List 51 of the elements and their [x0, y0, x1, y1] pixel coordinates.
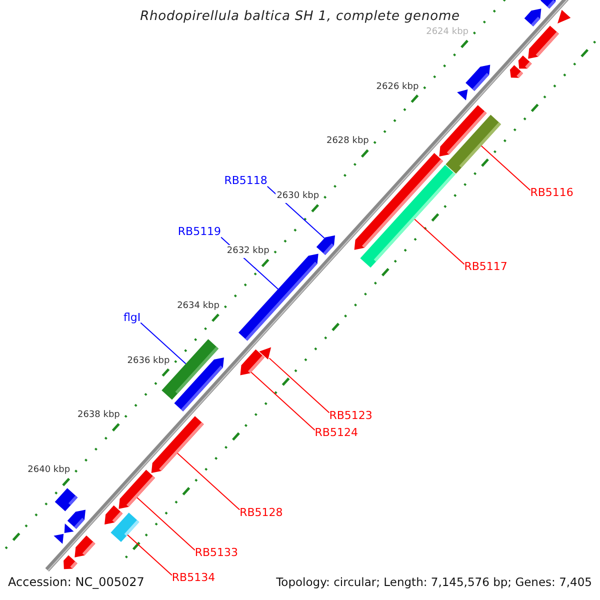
- gene-segment: [67, 510, 86, 529]
- gene-label: RB5119: [178, 225, 222, 238]
- leader-line: [268, 358, 330, 414]
- gene-wedge: [54, 534, 64, 544]
- gene-label: RB5133: [194, 546, 238, 560]
- gene-segment: [74, 536, 96, 558]
- leader-line: [480, 145, 531, 191]
- leader-line: [250, 372, 316, 431]
- gene-label: RB5116: [530, 186, 574, 200]
- gene-label: RB5118: [224, 174, 268, 188]
- gene-segment: [240, 349, 265, 376]
- scale-label: 2634 kbp: [176, 300, 220, 313]
- gene-wedge: [259, 347, 272, 360]
- gene-bar: [360, 164, 456, 268]
- gene-segment: [466, 64, 490, 91]
- leader-line: [176, 452, 240, 510]
- gene-wedge: [64, 523, 74, 533]
- scale-label: 2630 kbp: [276, 190, 320, 204]
- leader-line: [127, 534, 172, 576]
- gene-segment: [316, 235, 336, 256]
- leader-line: [140, 322, 186, 364]
- scale-label: 2624 kbp: [425, 26, 470, 39]
- gene-segment: [528, 26, 559, 59]
- gene-label: RB5124: [314, 426, 358, 440]
- leader-line: [414, 218, 465, 265]
- gene-segment: [518, 56, 532, 69]
- gene-segment: [540, 0, 556, 9]
- title: Rhodopirellula baltica SH 1, complete genome: [139, 10, 461, 23]
- footer-text: Topology: circular; Length: 7,145,576 bp; Genes: 7,405: [276, 576, 592, 589]
- gene-segment: [524, 8, 542, 26]
- gene-segment: [174, 357, 224, 412]
- gene-segment: [510, 65, 524, 78]
- scale-label: 2636 kbp: [126, 354, 171, 368]
- gene-label: flgI: [124, 310, 141, 324]
- gene-segment: [64, 555, 78, 570]
- gene-segment: [104, 505, 123, 524]
- scale-label: 2632 kbp: [226, 244, 270, 258]
- footer-text: Accession: NC_005027: [8, 576, 144, 589]
- gene-wedge: [457, 89, 468, 100]
- gene-label: RB5123: [329, 408, 372, 422]
- gene-segment: [118, 470, 156, 509]
- gene-bar: [446, 114, 502, 174]
- gene-label: RB5128: [240, 506, 283, 519]
- scale-label: 2626 kbp: [375, 80, 420, 94]
- leader-line: [136, 497, 196, 551]
- gene-label: RB5117: [464, 260, 508, 274]
- gene-segment: [238, 254, 318, 341]
- gene-wedge: [558, 10, 571, 24]
- gene-label: RB5134: [172, 571, 216, 584]
- gene-segment: [151, 416, 204, 474]
- gene-bar: [54, 488, 78, 512]
